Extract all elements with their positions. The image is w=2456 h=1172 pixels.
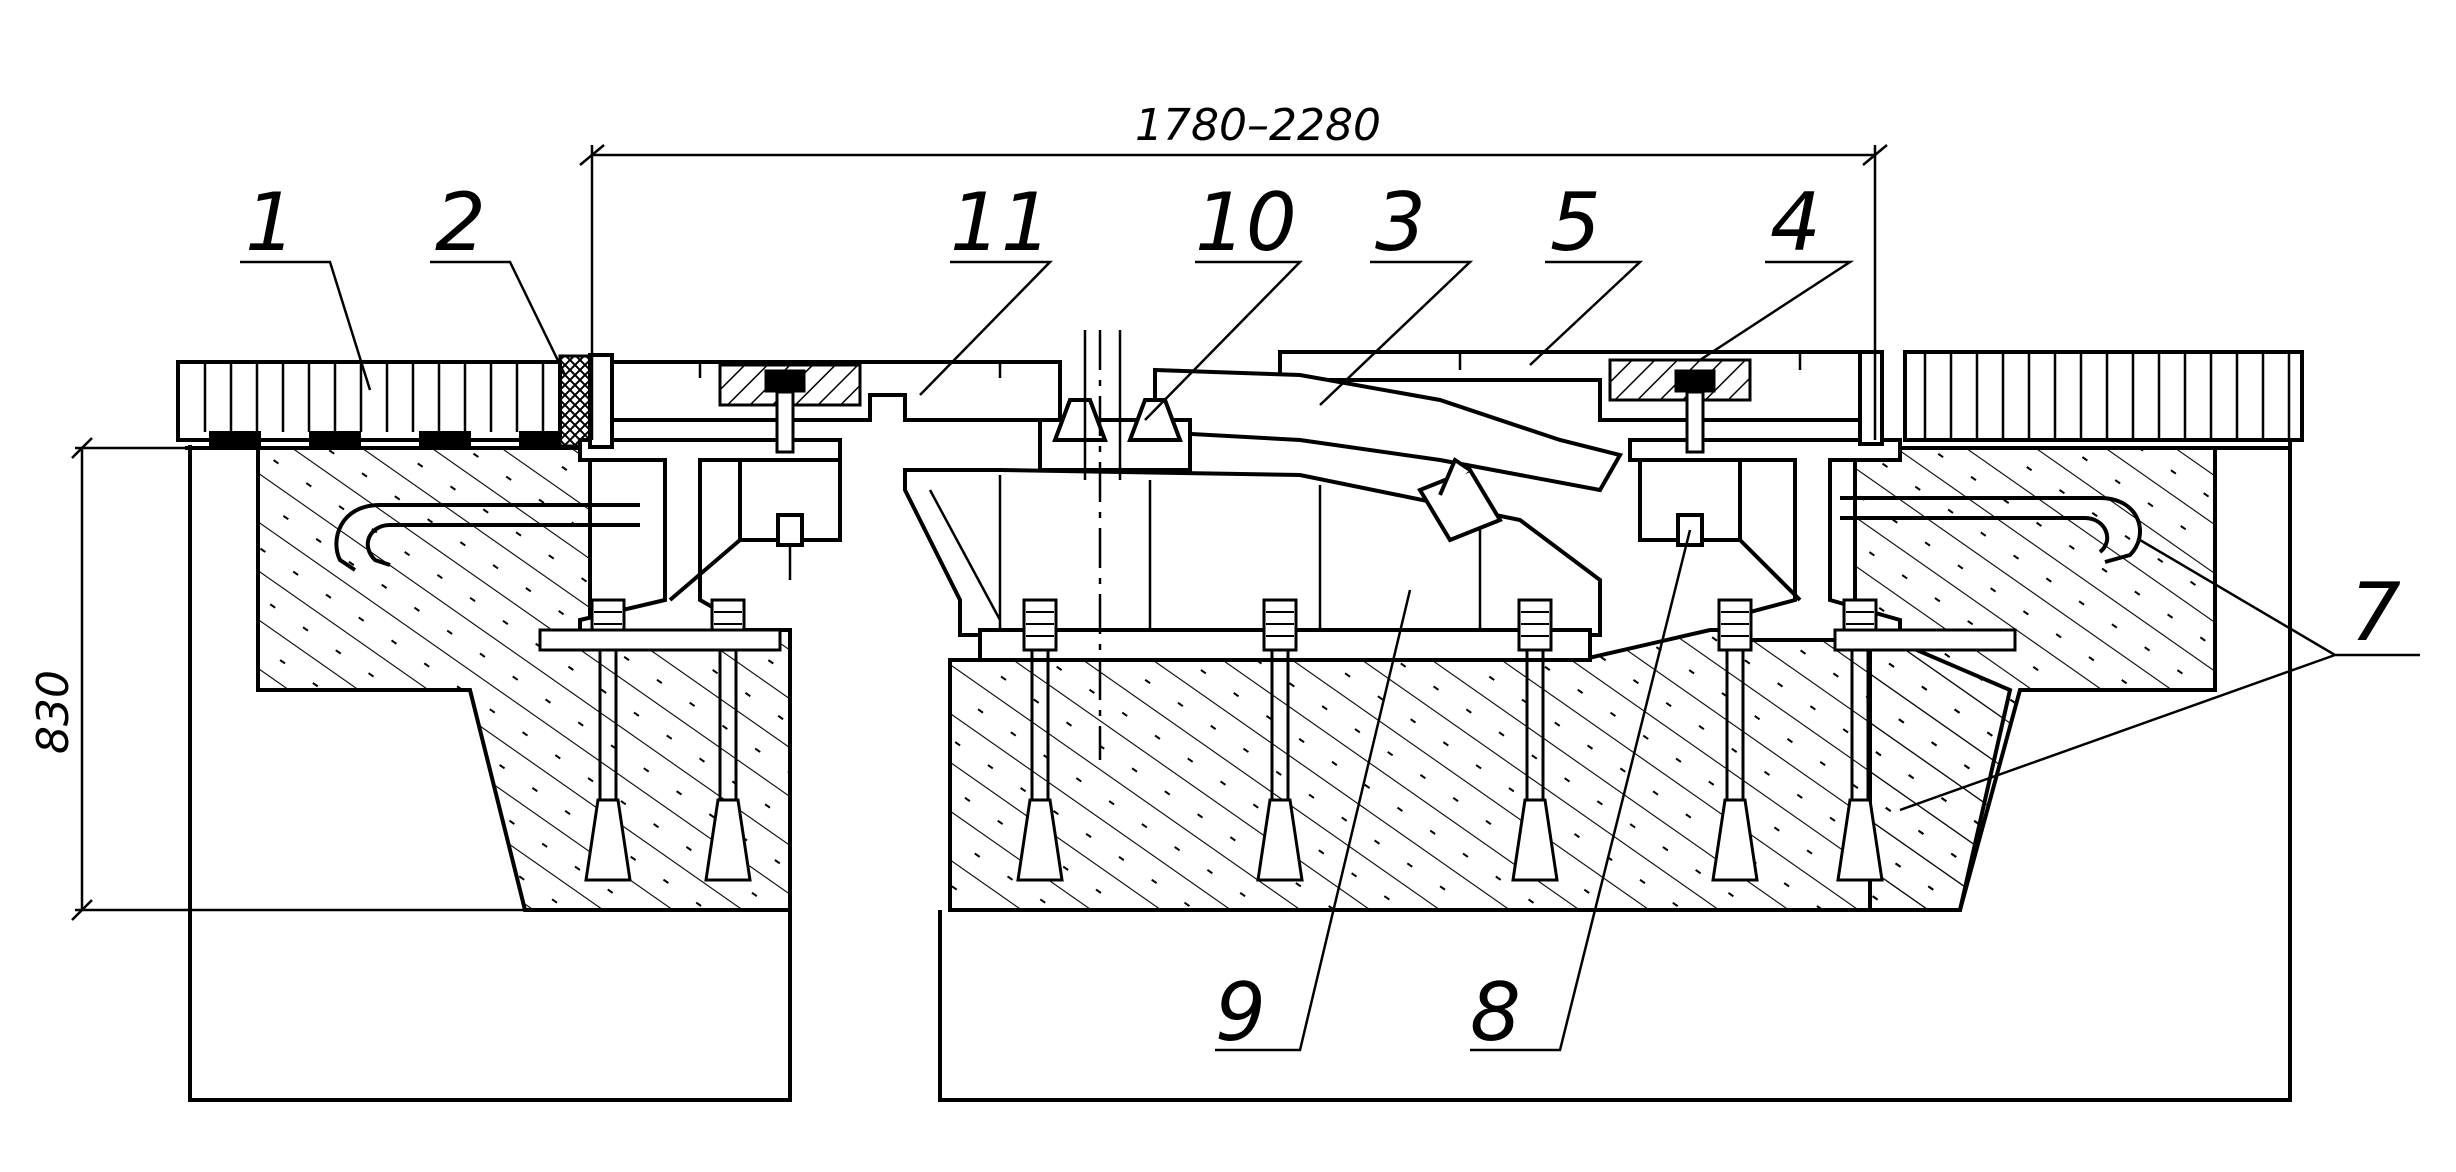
- width-dimension-text: 1780–2280: [1135, 100, 1381, 151]
- callout-4: 4: [1699, 176, 1855, 362]
- callout-2: 2: [430, 176, 567, 376]
- svg-text:7: 7: [2350, 566, 2401, 659]
- callout-9: 9: [1215, 589, 1412, 1059]
- callout-8: 8: [1470, 529, 1692, 1059]
- svg-text:9: 9: [1215, 966, 1266, 1059]
- width-dimension: 1780–2280: [579, 100, 1888, 440]
- left-paving: [176, 354, 592, 448]
- height-dimension-text: 830: [28, 670, 79, 754]
- callout-1: 1: [240, 176, 372, 391]
- callout-10: 10: [1144, 176, 1303, 421]
- callout-3: 3: [1319, 176, 1474, 406]
- svg-text:5: 5: [1550, 176, 1601, 269]
- right-anchor-hook: [1840, 496, 2142, 564]
- deck-plate-left-11: [590, 360, 1062, 422]
- svg-text:3: 3: [1375, 176, 1426, 269]
- anchor-bolt: [1256, 598, 1304, 882]
- anchor-bolt: [1511, 598, 1559, 882]
- callout-11: 11: [919, 176, 1053, 396]
- svg-text:8: 8: [1470, 966, 1521, 1059]
- height-dimension: 830: [28, 437, 525, 921]
- svg-text:1: 1: [245, 176, 296, 269]
- anchor-bolts: [538, 369, 2017, 882]
- left-pier: [188, 440, 2292, 1102]
- callout-7: 7: [1899, 538, 2420, 812]
- right-paving: [1903, 350, 2304, 442]
- deck-bolt: [764, 369, 806, 454]
- anchor-bolt: [704, 598, 752, 882]
- left-anchor-hook: [334, 503, 640, 572]
- tilting-plate-3: [1153, 367, 1624, 493]
- anchor-bolt: [1711, 598, 1759, 882]
- svg-text:10: 10: [1195, 176, 1297, 269]
- svg-text:4: 4: [1770, 176, 1821, 269]
- deck-bolt: [1674, 369, 1716, 454]
- support-rails-10: [1038, 330, 1503, 543]
- middle-support-frame: [903, 468, 1602, 662]
- anchor-bolt: [1016, 598, 1064, 882]
- svg-text:2: 2: [435, 176, 486, 269]
- callout-5: 5: [1529, 176, 1644, 366]
- svg-text:11: 11: [950, 176, 1052, 269]
